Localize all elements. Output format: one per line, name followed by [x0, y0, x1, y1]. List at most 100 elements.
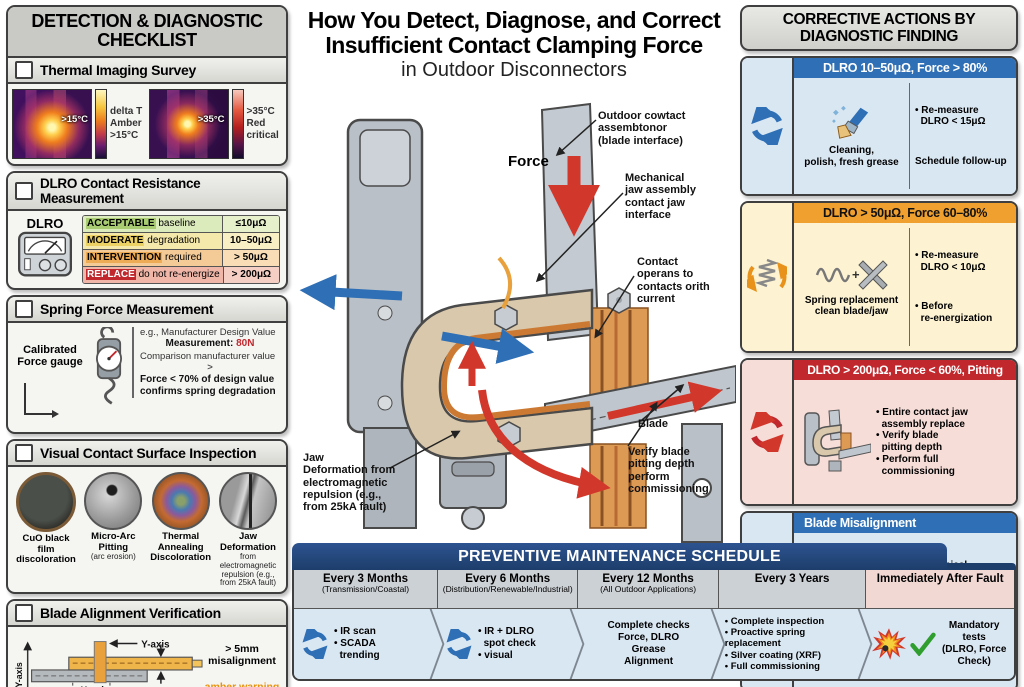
micro-arc-pitting-photo	[84, 472, 143, 531]
title-line3: in Outdoor Disconnectors	[401, 58, 627, 81]
spring-and-blades-icon: +	[815, 260, 888, 290]
col-header-after-fault: Immediately After Fault	[866, 570, 1014, 608]
alignment-checkbox[interactable]	[15, 604, 33, 623]
spring-measurement-text: e.g., Manufacturer Design Value Measurem…	[132, 326, 280, 399]
checklist-header-box: DETECTION & DIAGNOSTIC CHECKLIST Thermal…	[6, 5, 288, 166]
page-title: How You Detect, Diagnose, and Correct In…	[290, 7, 738, 81]
action-header: Blade Misalignment	[794, 513, 1016, 534]
visual-title: Visual Contact Surface Inspection	[40, 445, 257, 462]
spring-content: Calibrated Force gauge e.g., Manufacture…	[8, 323, 286, 432]
thermal-caption-amber: delta T Amber >15°C	[110, 105, 143, 141]
spring-checkbox[interactable]	[15, 299, 33, 318]
alignment-content: Y-axis Y-axis X-axis > 5mm misalignment …	[8, 627, 286, 687]
schedule-cell-3months: • IR scan • SCADA trending	[294, 609, 438, 679]
recycle-blue-icon	[446, 629, 472, 659]
thermal-label-15c: >15°C	[61, 113, 88, 125]
alignment-title: Blade Alignment Verification	[40, 605, 221, 622]
schedule-cell-3years: • Complete inspection • Proactive spring…	[718, 609, 867, 679]
dlro-meter-label: DLRO	[26, 216, 64, 232]
spring-title: Spring Force Measurement	[40, 300, 214, 317]
visual-checkbox[interactable]	[15, 444, 33, 463]
schedule-title: PREVENTIVE MAINTENANCE SCHEDULE	[292, 543, 947, 570]
jaw-deformation-label: Jaw Deformation from electromagnetic rep…	[303, 452, 396, 514]
y-axis-side-label: Y-axis	[14, 662, 24, 687]
divider	[909, 83, 910, 190]
preventive-maintenance-schedule: PREVENTIVE MAINTENANCE SCHEDULE Every 3 …	[292, 543, 1016, 681]
list-item: Micro-Arc Pitting (arc erosion)	[81, 472, 145, 588]
dlro-table: ACCEPTABLE baseline ≤10μΩ MODERATE degra…	[82, 214, 280, 284]
title-line1: How You Detect, Diagnose, and Correct	[307, 7, 721, 33]
force-gauge-icon	[95, 326, 123, 405]
greater-than-symbol: >	[207, 362, 213, 374]
dlro-content: DLRO ACCEPTABLE baseline ≤10μΩ MOD	[8, 211, 286, 288]
dlro-val-moderate: 10–50μΩ	[222, 232, 279, 249]
svg-text:+: +	[852, 267, 860, 282]
cleaning-brush-icon	[831, 105, 868, 140]
thermal-checkbox[interactable]	[15, 60, 33, 79]
table-row: ACCEPTABLE baseline ≤10μΩ	[83, 215, 279, 232]
alignment-diagram: Y-axis Y-axis X-axis	[14, 639, 203, 687]
verify-pitting-label: Verify blade pitting depth perform commi…	[628, 446, 709, 495]
list-item: Thermal Annealing Discoloration	[149, 472, 213, 588]
dlro-meter: DLRO	[14, 216, 76, 282]
dlro-checkbox[interactable]	[15, 181, 33, 200]
measurement-label: Measurement:	[165, 338, 237, 350]
amber-warning-text: amber warning	[204, 680, 280, 687]
schedule-body-row: • IR scan • SCADA trending • IR + DLRO s…	[294, 608, 1014, 679]
schedule-cell-12months: Complete checks Force, DLRO Grease Align…	[578, 609, 719, 679]
visual-content: CuO black film discoloration Micro-Arc P…	[8, 467, 286, 592]
comparison-note: Comparison manufacturer value	[140, 350, 276, 362]
remeasure-note: • Re-measure DLRO < 10μΩ	[915, 249, 986, 273]
col-header-3months: Every 3 Months(Transmission/Coastal)	[294, 570, 438, 608]
spring-force-section: Spring Force Measurement Calibrated Forc…	[6, 294, 288, 435]
dlro-meter-icon	[18, 232, 72, 277]
visual-section-header: Visual Contact Surface Inspection	[8, 441, 286, 468]
dlro-val-intervention: > 50μΩ	[222, 249, 279, 266]
visual-inspection-section: Visual Contact Surface Inspection CuO bl…	[6, 439, 288, 595]
thermal-annealing-photo	[151, 472, 210, 531]
cuo-film-photo	[16, 472, 76, 533]
thermal-colorbar-amber	[95, 88, 107, 159]
dlro-tag-intervention: INTERVENTION	[86, 252, 163, 264]
dlro-tag-replace: REPLACE	[86, 269, 136, 281]
list-item: Jaw Deformation from electromagnetic rep…	[216, 472, 280, 588]
schedule-header-row: Every 3 Months(Transmission/Coastal) Eve…	[294, 570, 1014, 608]
followup-note: Schedule follow-up	[915, 155, 1007, 167]
dlro-section-header: DLRO Contact Resistance Measurement	[8, 172, 286, 211]
action-dlro-200: DLRO > 200μΩ, Force < 60%, Pitting • Ent…	[740, 358, 1018, 507]
design-value-note: e.g., Manufacturer Design Value	[140, 326, 276, 338]
force-label: Force	[508, 153, 549, 170]
thermal-label-35c: >35°C	[197, 113, 225, 125]
action-header: DLRO 10–50μΩ, Force > 80%	[794, 58, 1016, 79]
disconnector-diagram	[299, 102, 736, 543]
detection-checklist-panel: DETECTION & DIAGNOSTIC CHECKLIST Thermal…	[6, 5, 288, 687]
dlro-val-replace: > 200μΩ	[222, 266, 279, 283]
thermal-colorbar-red	[231, 88, 244, 159]
dlro-val-acceptable: ≤10μΩ	[222, 215, 279, 232]
thermal-caption-red: >35°C Red critical	[246, 105, 279, 141]
col-header-3years: Every 3 Years	[718, 570, 867, 608]
check-icon	[910, 632, 937, 656]
x-axis-label: X-axis	[81, 685, 110, 687]
title-line2: Insufficient Contact Clamping Force	[325, 32, 703, 59]
thermal-title: Thermal Imaging Survey	[40, 61, 197, 78]
col-header-12months: Every 12 Months(All Outdoor Applications…	[578, 570, 719, 608]
jaw-assembly-replace-icon	[804, 409, 871, 472]
recycle-red-icon	[742, 360, 794, 505]
contact-label: Contact operans to contacts orith curren…	[637, 256, 710, 305]
remeasure-note: • Re-measure DLRO < 15μΩ	[915, 104, 986, 128]
dlro-tag-moderate: MODERATE	[86, 235, 145, 247]
action-header: DLRO > 200μΩ, Force < 60%, Pitting	[794, 360, 1016, 381]
recycle-blue-icon	[302, 629, 328, 659]
jaw-deformation-photo	[218, 472, 277, 531]
thermal-image-amber: >15°C	[12, 88, 92, 159]
spring-replacement-caption: Spring replacement clean blade/jaw	[804, 294, 899, 318]
action-header: DLRO > 50μΩ, Force 60–80%	[794, 203, 1016, 224]
replace-bullets: • Entire contact jaw assembly replace • …	[876, 406, 968, 477]
blade-label: Blade	[638, 418, 668, 430]
col-header-6months: Every 6 Months(Distribution/Renewable/In…	[438, 570, 579, 608]
leader-elbow	[24, 383, 59, 419]
recycle-blue-icon	[742, 58, 794, 195]
before-energization-note: • Before re-energization	[915, 301, 993, 324]
